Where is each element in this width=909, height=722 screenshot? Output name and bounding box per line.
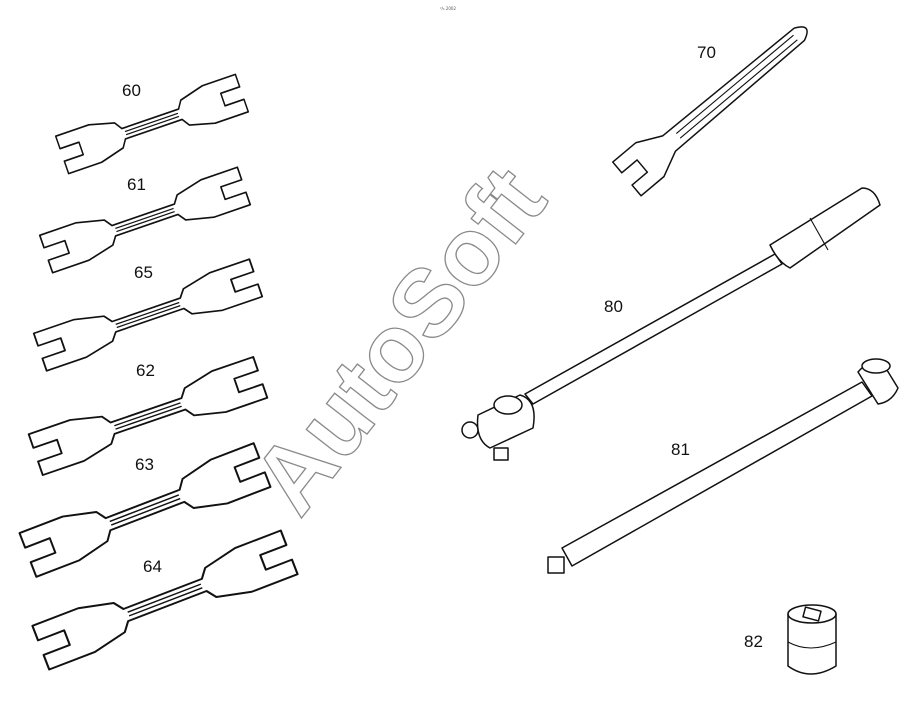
wrench-70 xyxy=(612,26,808,197)
drawing-code: ²/₃ 2002 xyxy=(440,6,456,11)
extension-bar-81 xyxy=(547,358,899,574)
label-82: 82 xyxy=(744,632,763,651)
label-81: 81 xyxy=(671,440,690,459)
label-61: 61 xyxy=(127,175,146,194)
label-64: 64 xyxy=(143,557,162,576)
label-63: 63 xyxy=(135,455,154,474)
label-65: 65 xyxy=(134,263,153,282)
label-60: 60 xyxy=(122,81,141,100)
watermark: AutoSoft xyxy=(232,148,566,533)
ratchet-handle-80 xyxy=(461,187,881,461)
label-70: 70 xyxy=(697,43,716,62)
label-62: 62 xyxy=(136,361,155,380)
wrench-60 xyxy=(54,73,250,175)
label-80: 80 xyxy=(604,297,623,316)
socket-82 xyxy=(787,604,837,675)
